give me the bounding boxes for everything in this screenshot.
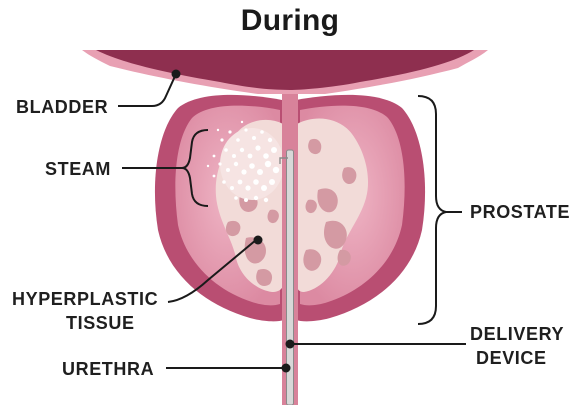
delivery-device-label-line1: DELIVERY	[470, 323, 564, 345]
hyperplastic-label-line2: TISSUE	[66, 312, 135, 334]
delivery-device-label-line2: DEVICE	[476, 347, 547, 369]
bladder-label: BLADDER	[16, 96, 108, 118]
hyperplastic-dot	[254, 236, 263, 245]
bladder-dot	[172, 70, 181, 79]
urethra-label: URETHRA	[62, 358, 154, 380]
urethra-dot	[282, 364, 291, 373]
prostate-label: PROSTATE	[470, 201, 570, 223]
hyperplastic-label-line1: HYPERPLASTIC	[12, 288, 158, 310]
delivery-dot	[286, 340, 295, 349]
diagram-title: During	[0, 4, 580, 38]
steam-label: STEAM	[45, 158, 111, 180]
